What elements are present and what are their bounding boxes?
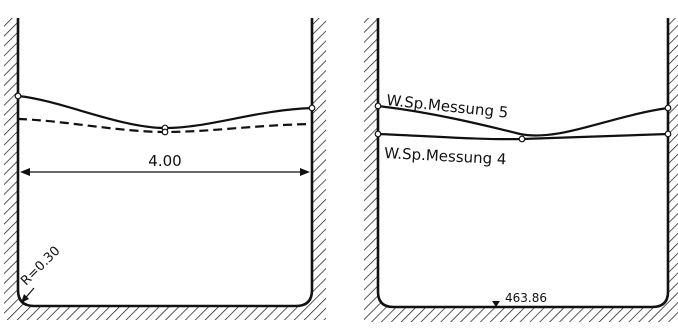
right-point-4-center <box>518 135 526 143</box>
right-ground-hatching <box>364 18 678 322</box>
left-width-arrow-right <box>300 168 310 176</box>
left-width-arrow-left <box>20 168 30 176</box>
right-elevation-label: 463.86 <box>505 291 547 305</box>
left-width-label: 4.00 <box>148 152 181 170</box>
left-cross-section: 4.00 R=0.30 <box>4 18 326 320</box>
left-radius-label: R=0.30 <box>18 244 63 289</box>
right-point-4-right <box>664 130 672 138</box>
right-channel-outline <box>376 18 670 309</box>
right-point-4-left <box>374 130 382 138</box>
right-point-5-left <box>374 102 382 110</box>
right-messung-4-label: W.Sp.Messung 4 <box>384 144 507 168</box>
right-point-5-right <box>664 104 672 112</box>
left-radius-arrow <box>21 294 29 303</box>
left-channel-outline <box>16 18 314 308</box>
left-point-wall-left <box>14 92 22 100</box>
left-point-wall-right <box>308 104 316 112</box>
right-cross-section: W.Sp.Messung 5 W.Sp.Messung 4 463.86 <box>364 18 678 322</box>
right-water-surface-messung-5 <box>377 104 669 137</box>
right-elevation-marker-icon <box>492 301 500 307</box>
left-point-center-lower <box>161 128 169 136</box>
